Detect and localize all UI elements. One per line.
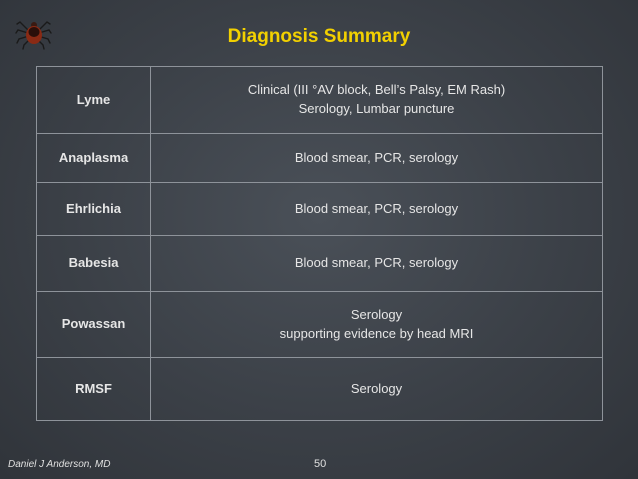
table-row: RMSF Serology [36,357,603,421]
diagnosis-table: Lyme Clinical (III °AV block, Bell’s Pals… [36,66,603,421]
disease-cell: RMSF [36,357,151,421]
disease-cell: Powassan [36,291,151,358]
diagnosis-line: Serology, Lumbar puncture [298,101,455,116]
diagnosis-line: supporting evidence by head MRI [279,325,474,341]
diagnosis-line: Clinical (III °AV block, Bell’s Palsy, E… [247,82,506,98]
diagnosis-line: Blood smear, PCR, serology [294,200,459,216]
diagnosis-cell: Blood smear, PCR, serology [150,133,603,183]
diagnosis-cell: Blood smear, PCR, serology [150,235,603,292]
disease-cell: Ehrlichia [36,182,151,236]
table-row: Babesia Blood smear, PCR, serology [36,235,603,292]
diagnosis-cell: Clinical (III °AV block, Bell’s Palsy, E… [150,66,603,134]
slide-title: Diagnosis Summary [227,26,411,47]
table-row: Ehrlichia Blood smear, PCR, serology [36,182,603,236]
table-row: Powassan Serology supporting evidence by h… [36,291,603,358]
disease-cell: Babesia [36,235,151,292]
tick-icon [15,21,52,50]
diagnosis-cell: Serology [150,357,603,421]
table-row: Anaplasma Blood smear, PCR, serology [36,133,603,183]
disease-cell: Lyme [36,66,151,134]
diagnosis-cell: Serology supporting evidence by head MRI [150,291,603,358]
diagnosis-line: Serology [350,306,403,322]
table-row: Lyme Clinical (III °AV block, Bell’s Pals… [36,66,603,134]
diagnosis-line: Serology [350,380,403,396]
footer-author: Daniel J Anderson, MD [8,459,111,470]
page-number: 50 [314,458,327,470]
diagnosis-line: Blood smear, PCR, serology [294,255,459,271]
diagnosis-line: Blood smear, PCR, serology [294,149,459,165]
diagnosis-cell: Blood smear, PCR, serology [150,182,603,236]
disease-cell: Anaplasma [36,133,151,183]
